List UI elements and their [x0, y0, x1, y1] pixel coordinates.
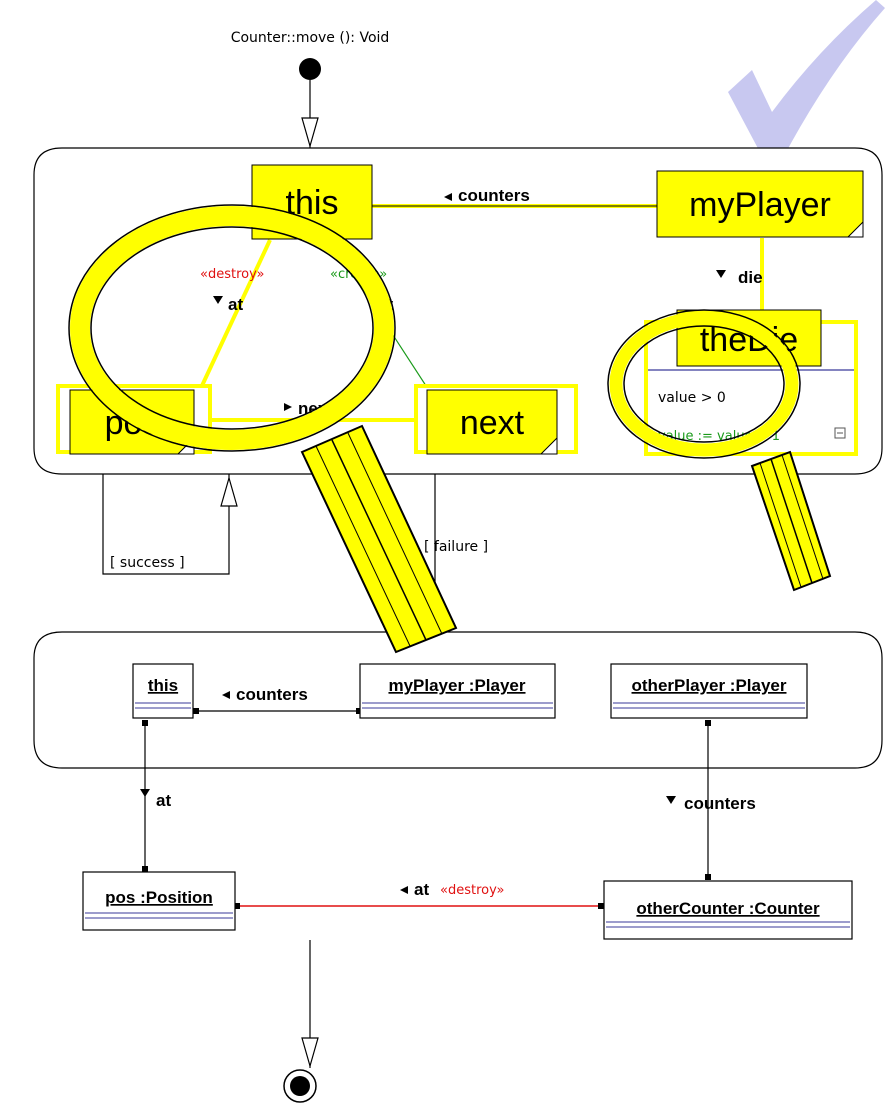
- thedie-condition: value > 0: [658, 390, 726, 406]
- end-arrowhead-icon: [301, 1037, 319, 1069]
- link-label-at-bottom-1: at: [156, 791, 171, 810]
- othercounter-object[interactable]: otherCounter :Counter: [603, 880, 853, 940]
- othercounter-object-label: otherCounter :Counter: [636, 899, 820, 918]
- success-transition: [102, 474, 230, 575]
- link-label-at-destroy: at: [228, 295, 243, 314]
- method-signature: Counter::move (): Void: [231, 30, 390, 46]
- destroy-stereotype-top: «destroy»: [200, 267, 265, 282]
- next-object[interactable]: next: [426, 389, 558, 455]
- magnifier-small-icon: [607, 309, 832, 592]
- link-label-counters-bottom-1: counters: [236, 685, 308, 704]
- at-arrow-icon: [213, 296, 223, 304]
- destroy-stereotype-bottom: «destroy»: [440, 883, 505, 898]
- this-object-bottom[interactable]: this: [132, 663, 194, 719]
- next-arrow-icon: [284, 403, 292, 411]
- start-node: [299, 58, 321, 80]
- otherplayer-object-label: otherPlayer :Player: [632, 676, 787, 695]
- guard-success: [ success ]: [110, 555, 185, 571]
- magnifier-large-icon: [68, 204, 458, 654]
- link-label-counters-bottom-2: counters: [684, 794, 756, 813]
- at-arrow-icon: [140, 789, 150, 797]
- guard-failure: [ failure ]: [424, 539, 488, 555]
- this-object-bottom-label: this: [148, 676, 178, 695]
- pos-object-bottom[interactable]: pos :Position: [82, 871, 236, 931]
- counters-arrow-icon: [444, 193, 452, 201]
- link-label-at-bottom-2: at: [414, 880, 429, 899]
- next-object-label: next: [460, 404, 525, 442]
- pos-object-bottom-label: pos :Position: [105, 888, 213, 907]
- at-arrow-icon: [400, 886, 408, 894]
- arrowhead-icon: [301, 117, 319, 149]
- link-this-pos-destroy: [198, 239, 272, 391]
- link-label-counters-top: counters: [458, 186, 530, 205]
- checkmark-icon: [728, 0, 885, 156]
- counters-arrow-icon: [222, 691, 230, 699]
- myplayer-object-bottom-label: myPlayer :Player: [388, 676, 525, 695]
- myplayer-object[interactable]: myPlayer: [656, 170, 864, 238]
- link-label-die: die: [738, 268, 763, 287]
- otherplayer-object[interactable]: otherPlayer :Player: [610, 663, 808, 719]
- myplayer-object-bottom[interactable]: myPlayer :Player: [359, 663, 556, 719]
- die-arrow-icon: [716, 270, 726, 278]
- counters-arrow-icon: [666, 796, 676, 804]
- success-arrowhead-icon: [220, 475, 238, 507]
- myplayer-object-label: myPlayer: [689, 186, 831, 224]
